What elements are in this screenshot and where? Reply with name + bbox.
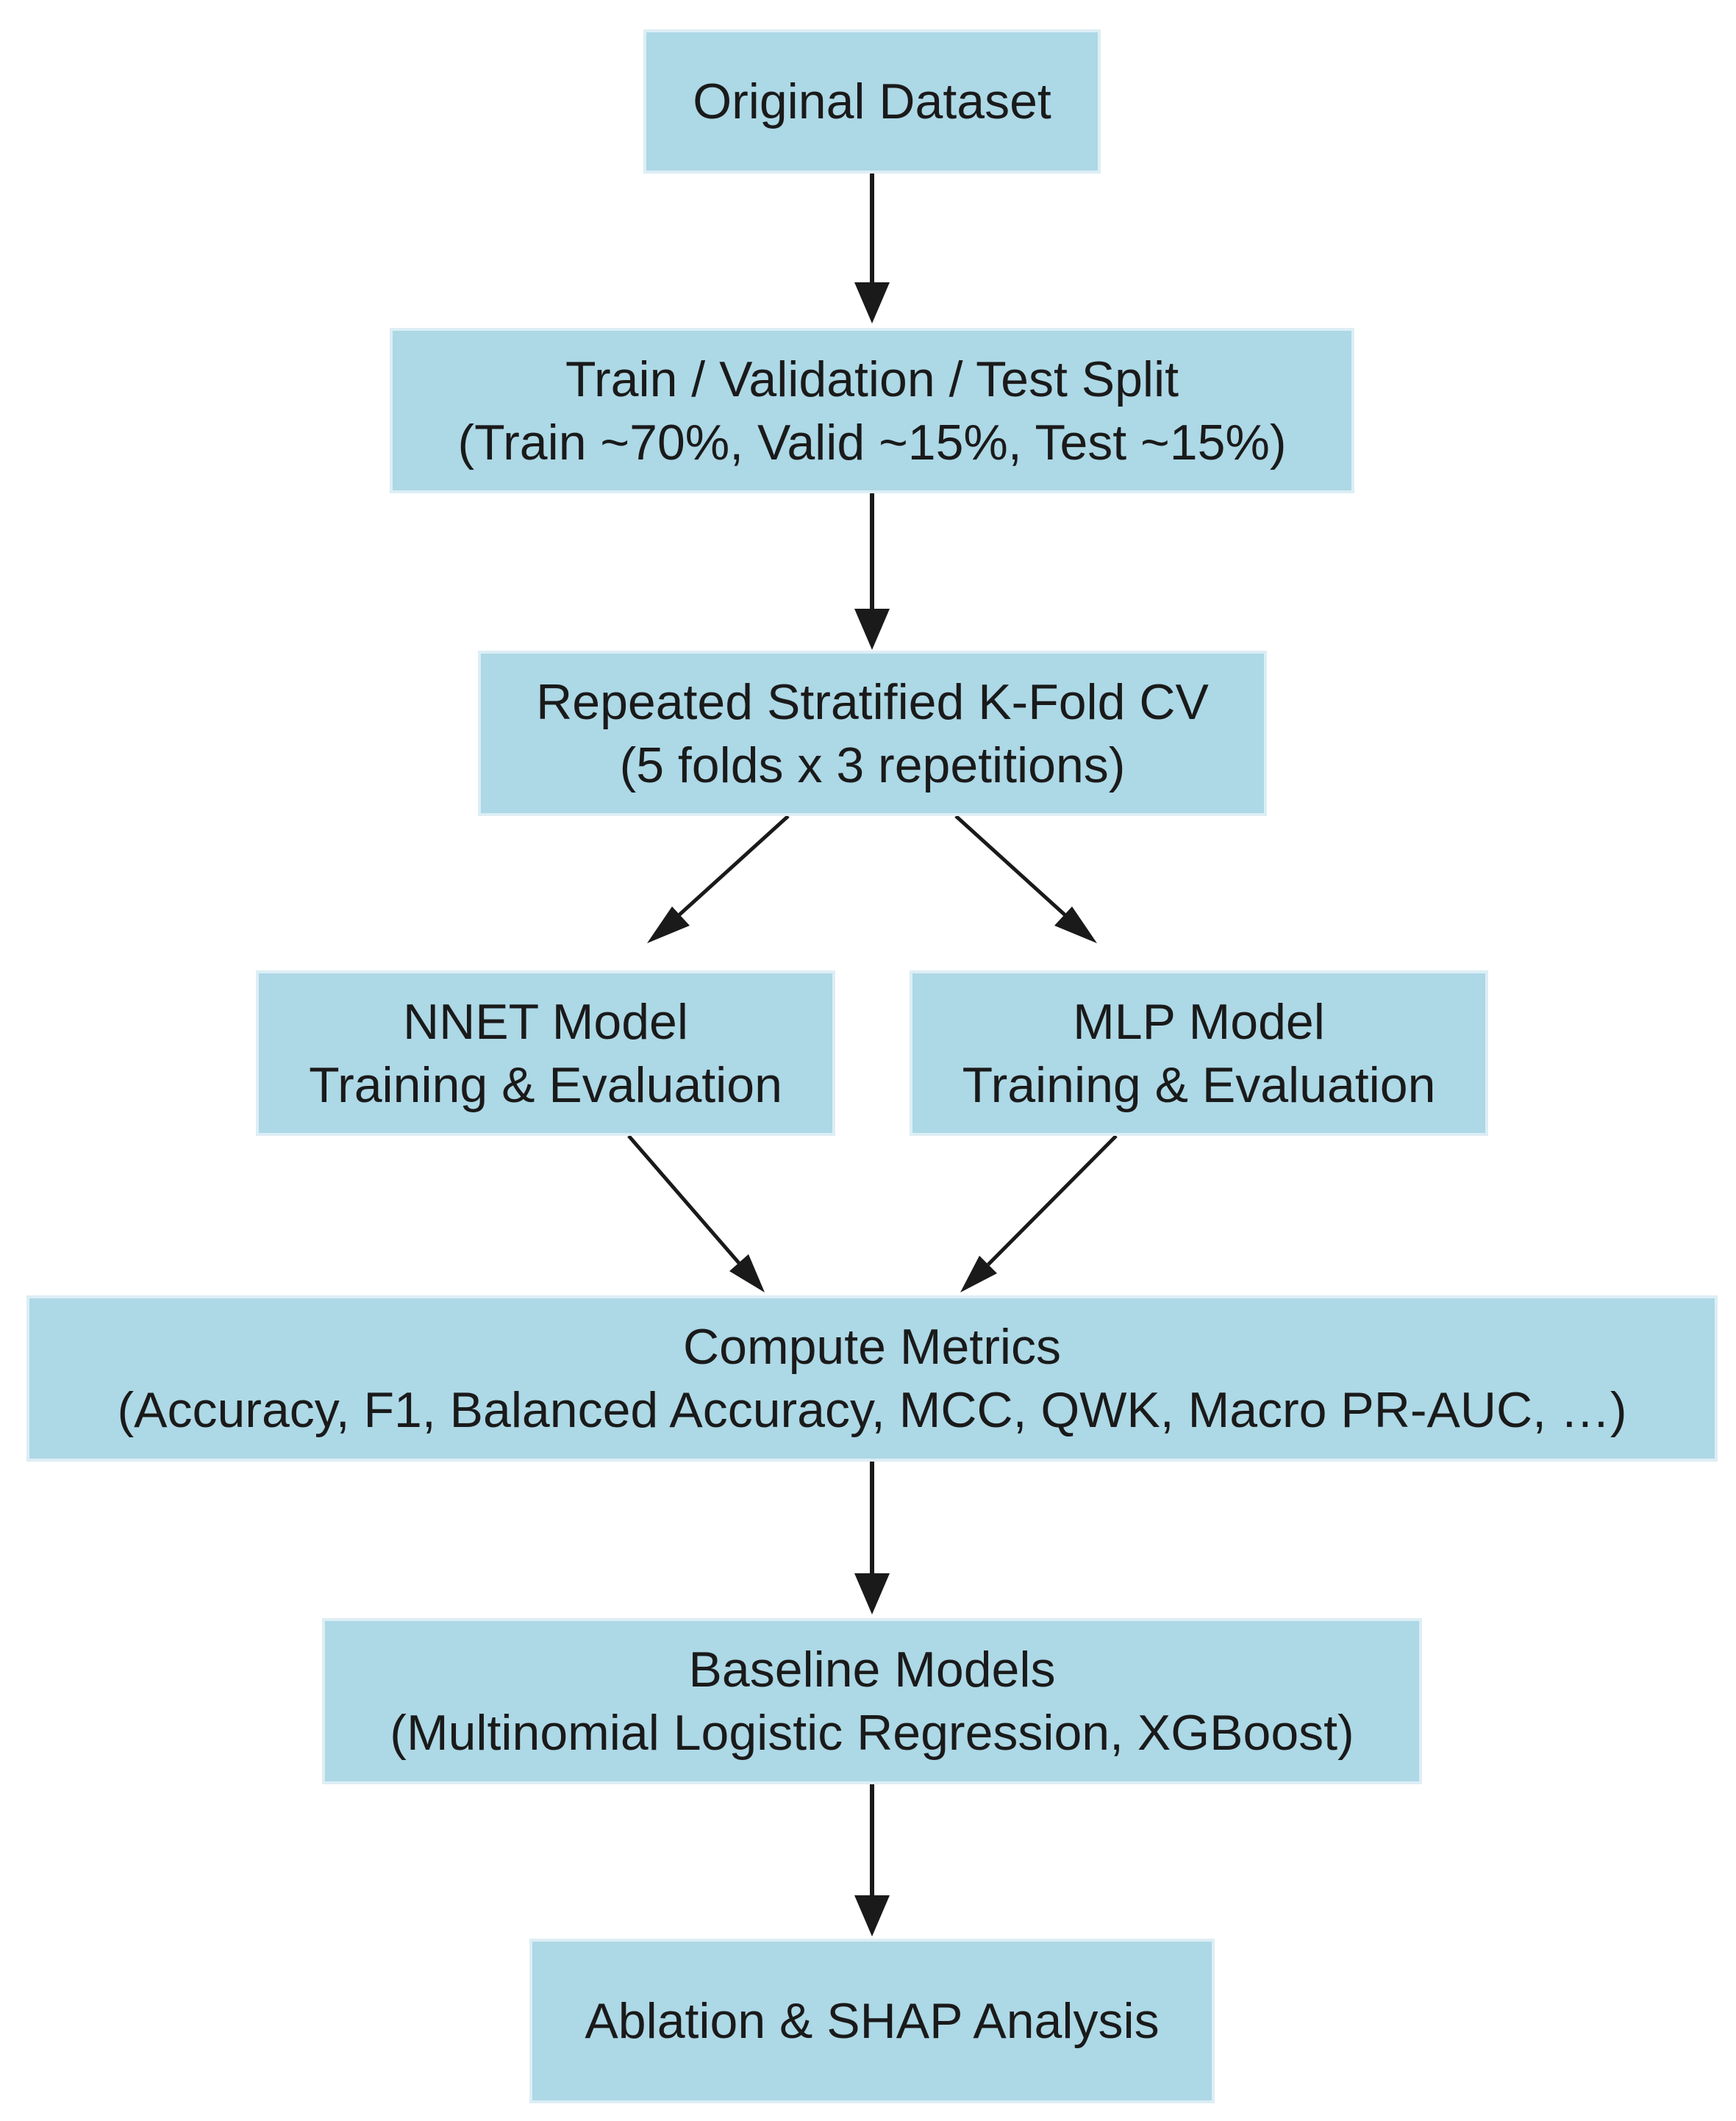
- node-label-line: (5 folds x 3 repetitions): [619, 737, 1126, 793]
- node-original-dataset: Original Dataset: [643, 29, 1101, 174]
- node-label-line: (Train ~70%, Valid ~15%, Test ~15%): [457, 414, 1287, 471]
- node-compute-metrics: Compute Metrics (Accuracy, F1, Balanced …: [26, 1295, 1718, 1462]
- node-label-line: MLP Model: [1073, 993, 1325, 1050]
- edge-split-to-cv: [854, 493, 890, 650]
- arrowhead-icon: [647, 906, 690, 943]
- node-label-line: Original Dataset: [693, 74, 1051, 129]
- node-train-validation-test-split: Train / Validation / Test Split (Train ~…: [390, 328, 1354, 493]
- edge-nnet-to-metrics: [627, 1134, 765, 1292]
- arrowhead-icon: [854, 1895, 890, 1936]
- edge-metrics-to-baseline: [854, 1462, 890, 1614]
- node-repeated-stratified-kfold-cv: Repeated Stratified K-Fold CV (5 folds x…: [478, 651, 1267, 816]
- edge-baseline-to-ablation: [854, 1784, 890, 1936]
- node-nnet-model: NNET Model Training & Evaluation: [256, 970, 835, 1136]
- node-label-line: Repeated Stratified K-Fold CV: [536, 673, 1209, 730]
- arrowhead-icon: [854, 609, 890, 650]
- node-label-line: Ablation & SHAP Analysis: [585, 1993, 1160, 2049]
- node-label-line: Train / Validation / Test Split: [565, 351, 1179, 407]
- node-label-line: Training & Evaluation: [962, 1056, 1436, 1113]
- node-label-line: Training & Evaluation: [309, 1056, 782, 1113]
- node-label-line: Baseline Models: [688, 1642, 1056, 1698]
- arrowhead-icon: [960, 1256, 997, 1292]
- edge-cv-to-mlp: [954, 815, 1097, 943]
- node-label-line: Compute Metrics: [683, 1319, 1061, 1375]
- node-label-line: (Multinomial Logistic Regression, XGBoos…: [390, 1705, 1354, 1761]
- node-ablation-shap-analysis: Ablation & SHAP Analysis: [529, 1939, 1215, 2103]
- arrowhead-icon: [729, 1254, 765, 1292]
- arrowhead-icon: [1054, 906, 1097, 943]
- edge-mlp-to-metrics: [960, 1134, 1118, 1292]
- node-baseline-models: Baseline Models (Multinomial Logistic Re…: [322, 1618, 1422, 1784]
- edge-original-to-split: [854, 174, 890, 323]
- node-label-line: (Accuracy, F1, Balanced Accuracy, MCC, Q…: [117, 1382, 1627, 1438]
- node-mlp-model: MLP Model Training & Evaluation: [910, 970, 1488, 1136]
- edge-cv-to-nnet: [647, 815, 790, 943]
- arrowhead-icon: [854, 282, 890, 323]
- node-label-line: NNET Model: [403, 993, 688, 1050]
- arrowhead-icon: [854, 1573, 890, 1614]
